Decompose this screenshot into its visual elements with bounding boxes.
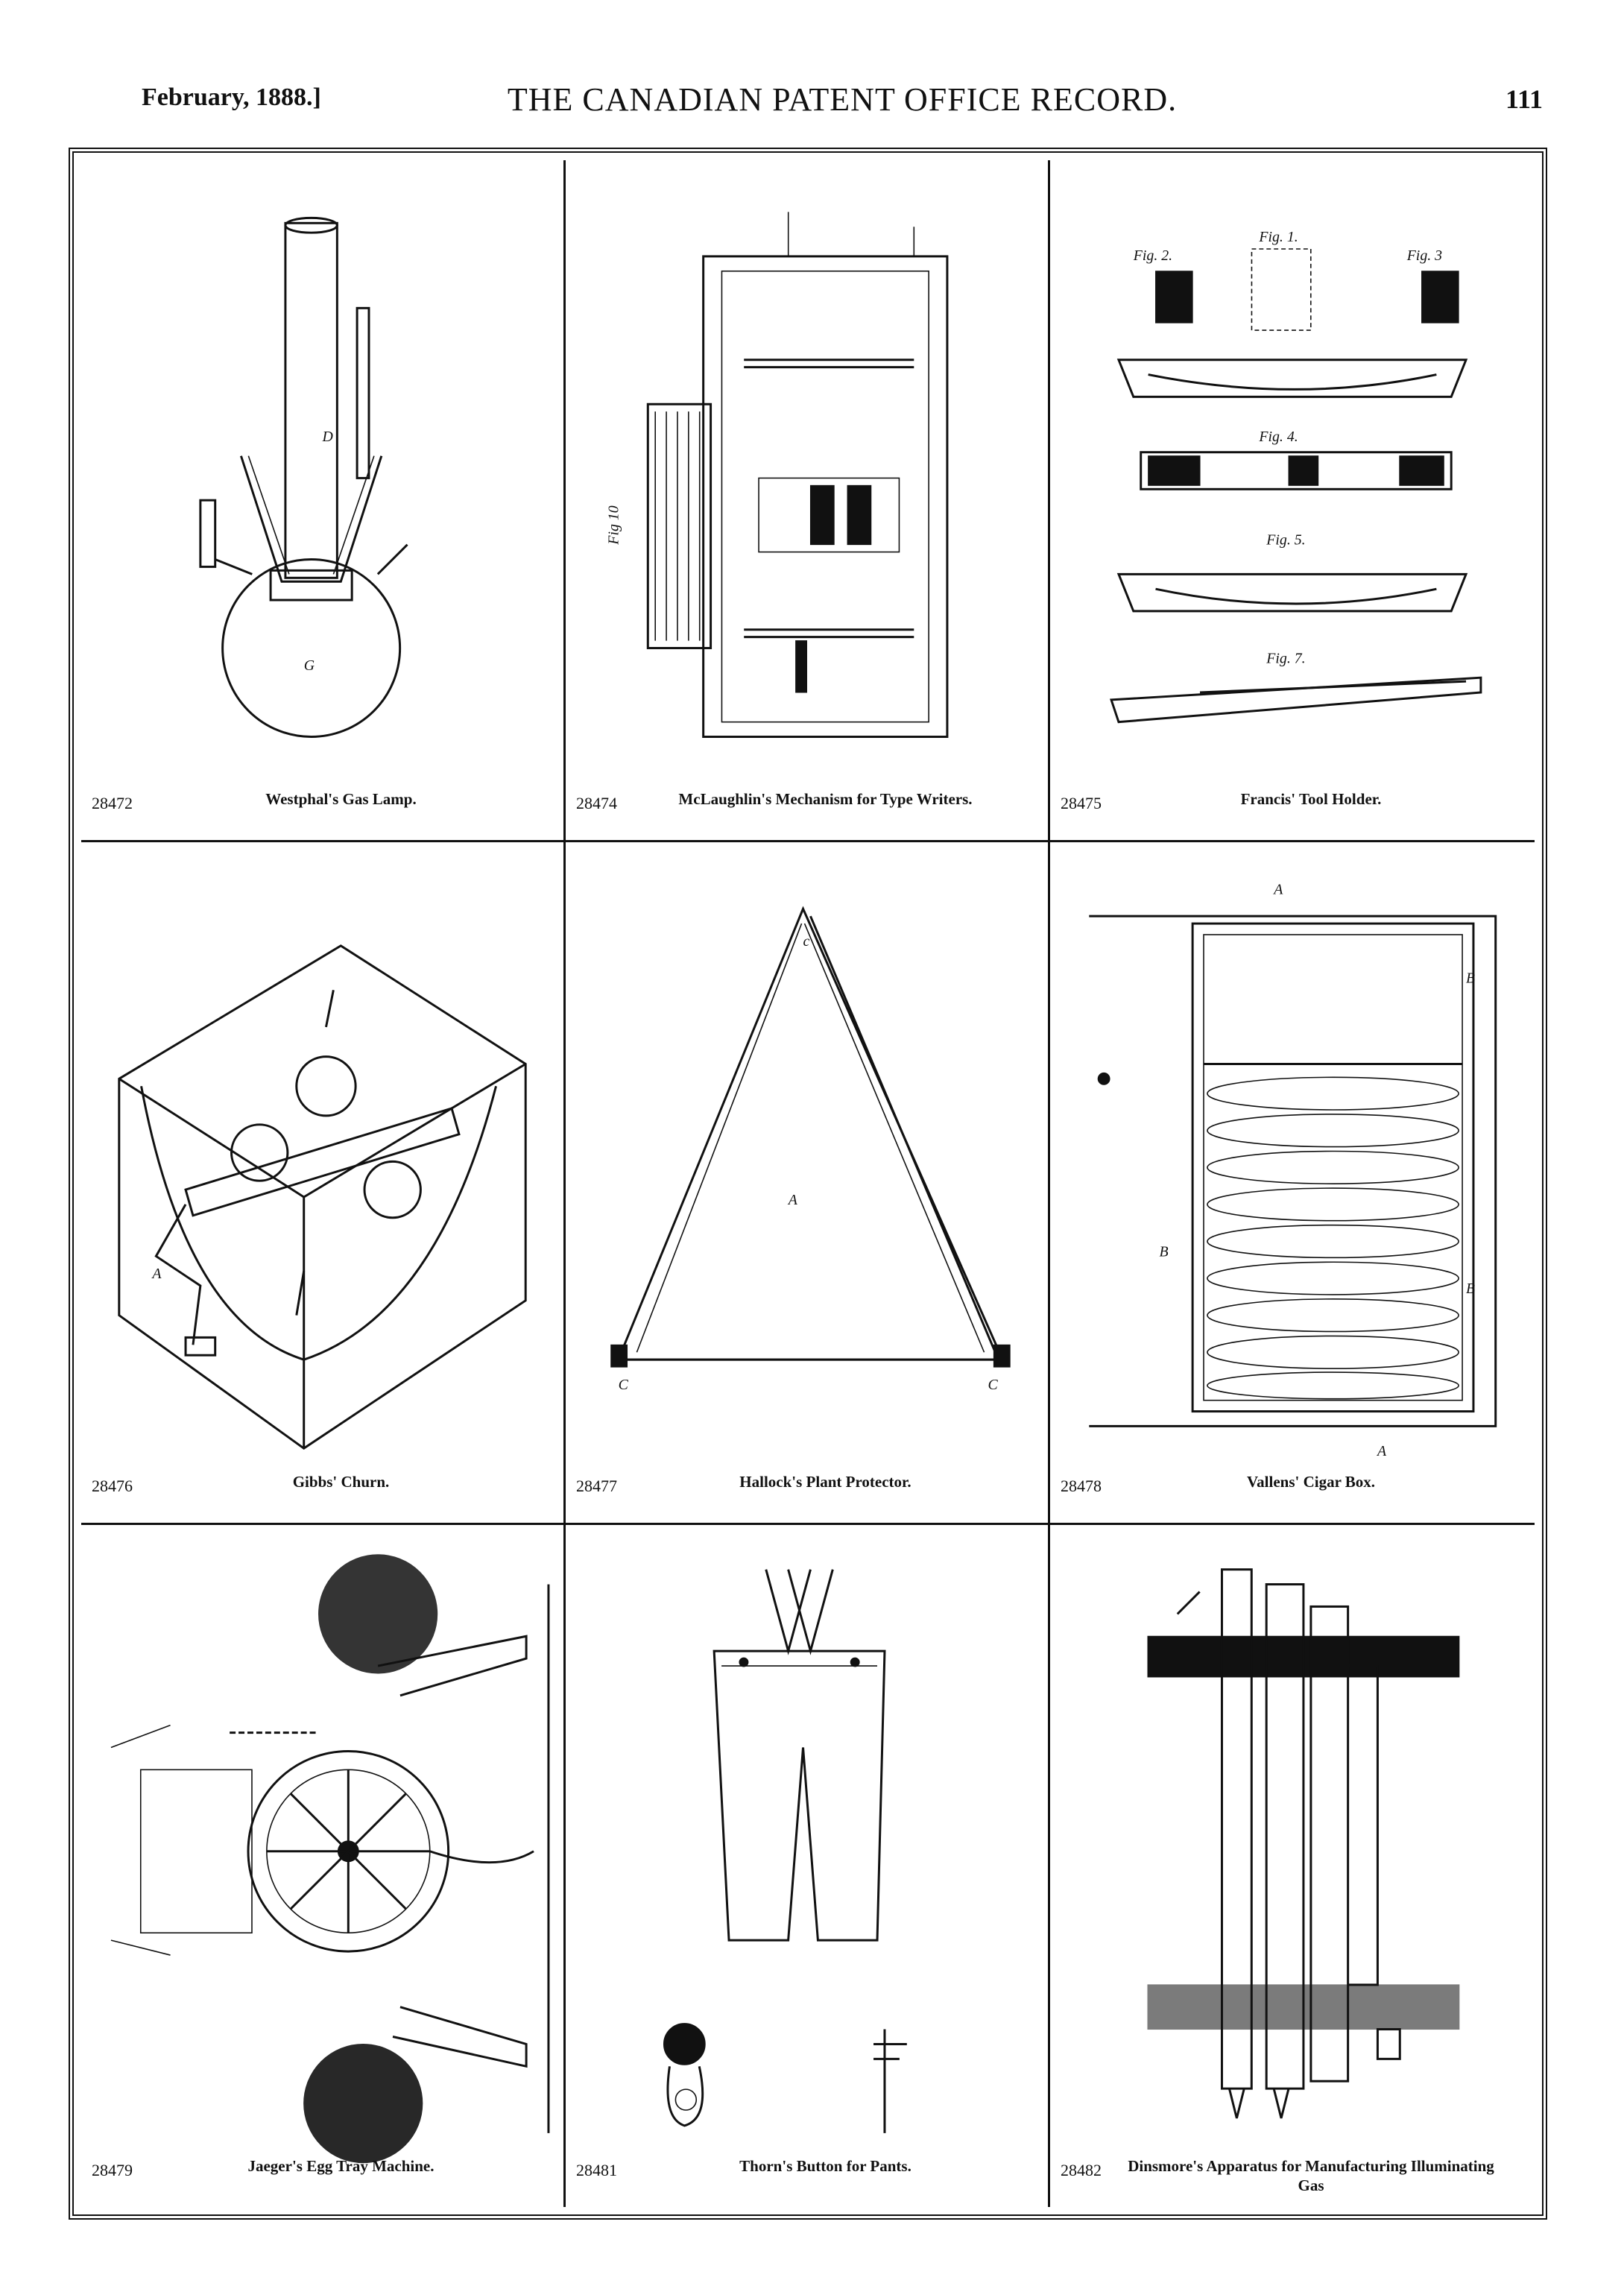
patent-title: Vallens' Cigar Box. [1246, 1472, 1376, 1491]
patent-title: Francis' Tool Holder. [1240, 790, 1382, 809]
svg-text:B: B [1466, 970, 1475, 987]
patent-title: McLaughlin's Mechanism for Type Writers. [678, 790, 973, 809]
tool-holder-drawing: Fig. 1. Fig. 2. Fig. 3 Fig. 4. Fig. 5. F… [1110, 229, 1482, 724]
patent-title: Gibbs' Churn. [292, 1472, 390, 1491]
fig-label: Fig. 5. [1266, 532, 1305, 549]
patent-caption: 28481 Thorn's Button for Pants. [576, 2156, 1037, 2200]
patent-caption: 28474 McLaughlin's Mechanism for Type Wr… [576, 789, 1037, 833]
churn-drawing: A [118, 944, 527, 1450]
svg-text:C: C [988, 1377, 998, 1393]
svg-text:C: C [619, 1377, 629, 1393]
patent-number: 28476 [92, 1476, 133, 1495]
patent-cell-pants-button: 28481 Thorn's Button for Pants. [566, 1524, 1050, 2207]
cigar-box-drawing: A B B B A [1089, 882, 1497, 1459]
patent-cell-churn: A 28476 Gibbs' Churn. [81, 842, 566, 1525]
fig-label: Fig. 7. [1266, 650, 1305, 666]
patent-caption: 28475 Francis' Tool Holder. [1061, 789, 1524, 833]
patent-grid: G D 28472 Westphal's Gas Lamp. Fig [81, 160, 1535, 2207]
patent-number: 28482 [1061, 2160, 1102, 2179]
gas-apparatus-drawing [1147, 1567, 1460, 2118]
patent-title: Hallock's Plant Protector. [739, 1472, 911, 1491]
patent-caption: 28482 Dinsmore's Apparatus for Manufactu… [1061, 2156, 1524, 2200]
egg-tray-machine-drawing [110, 1553, 550, 2163]
svg-text:A: A [787, 1192, 798, 1208]
fig-label: Fig 10 [606, 505, 622, 545]
patent-plate-frame: G D 28472 Westphal's Gas Lamp. Fig [69, 148, 1547, 2220]
patent-number: 28474 [576, 794, 617, 813]
patent-number: 28479 [92, 2160, 133, 2179]
header-date: February, 1888.] [142, 83, 321, 111]
pants-button-drawing [663, 1568, 907, 2133]
svg-text:B: B [1466, 1281, 1475, 1297]
patent-caption: 28479 Jaeger's Egg Tray Machine. [92, 2156, 553, 2200]
fig-label: Fig. 3 [1406, 247, 1442, 264]
patent-cell-egg-tray-machine: 28479 Jaeger's Egg Tray Machine. [81, 1524, 566, 2207]
patent-title: Jaeger's Egg Tray Machine. [247, 2156, 435, 2175]
patent-number: 28475 [1061, 794, 1102, 813]
patent-number: 28472 [92, 794, 133, 813]
patent-cell-tool-holder: Fig. 1. Fig. 2. Fig. 3 Fig. 4. Fig. 5. F… [1050, 160, 1535, 843]
gas-lamp-drawing: G D [199, 216, 408, 738]
page-header: February, 1888.] THE CANADIAN PATENT OFF… [142, 80, 1543, 125]
patent-cell-gas-lamp: G D 28472 Westphal's Gas Lamp. [81, 160, 566, 843]
patent-title: Thorn's Button for Pants. [739, 2156, 911, 2175]
page-number: 111 [1505, 84, 1543, 114]
patent-caption: 28477 Hallock's Plant Protector. [576, 1472, 1037, 1515]
svg-text:B: B [1160, 1244, 1169, 1260]
patent-cell-cigar-box: A B B B A 28478 Vallens' Cigar Box. [1050, 842, 1535, 1525]
patent-cell-typewriter: Fig 10 28474 McLaughlin's Mechanism for … [566, 160, 1050, 843]
fig-label: Fig. 1. [1258, 229, 1298, 245]
patent-caption: 28476 Gibbs' Churn. [92, 1472, 553, 1515]
svg-text:G: G [304, 657, 315, 674]
patent-caption: 28472 Westphal's Gas Lamp. [92, 789, 553, 833]
patent-number: 28478 [1061, 1476, 1102, 1495]
patent-cell-plant-protector: A C C c 28477 Hallock's Plant Protector. [566, 842, 1050, 1525]
svg-text:D: D [322, 429, 334, 445]
patent-title: Dinsmore's Apparatus for Manufacturing I… [1128, 2156, 1494, 2194]
typewriter-mechanism-drawing: Fig 10 [606, 212, 949, 738]
patent-caption: 28478 Vallens' Cigar Box. [1061, 1472, 1524, 1515]
plant-protector-drawing: A C C c [610, 906, 1011, 1393]
svg-text:A: A [151, 1266, 162, 1282]
patent-title: Westphal's Gas Lamp. [265, 790, 417, 809]
header-title: THE CANADIAN PATENT OFFICE RECORD. [507, 81, 1178, 118]
fig-label: Fig. 2. [1133, 247, 1172, 264]
svg-text:c: c [803, 933, 810, 950]
svg-text:A: A [1272, 882, 1283, 898]
patent-cell-gas-apparatus: 28482 Dinsmore's Apparatus for Manufactu… [1050, 1525, 1535, 2207]
patent-number: 28477 [576, 1476, 617, 1495]
patent-number: 28481 [576, 2160, 617, 2179]
fig-label: Fig. 4. [1258, 429, 1298, 445]
svg-text:A: A [1376, 1443, 1387, 1459]
